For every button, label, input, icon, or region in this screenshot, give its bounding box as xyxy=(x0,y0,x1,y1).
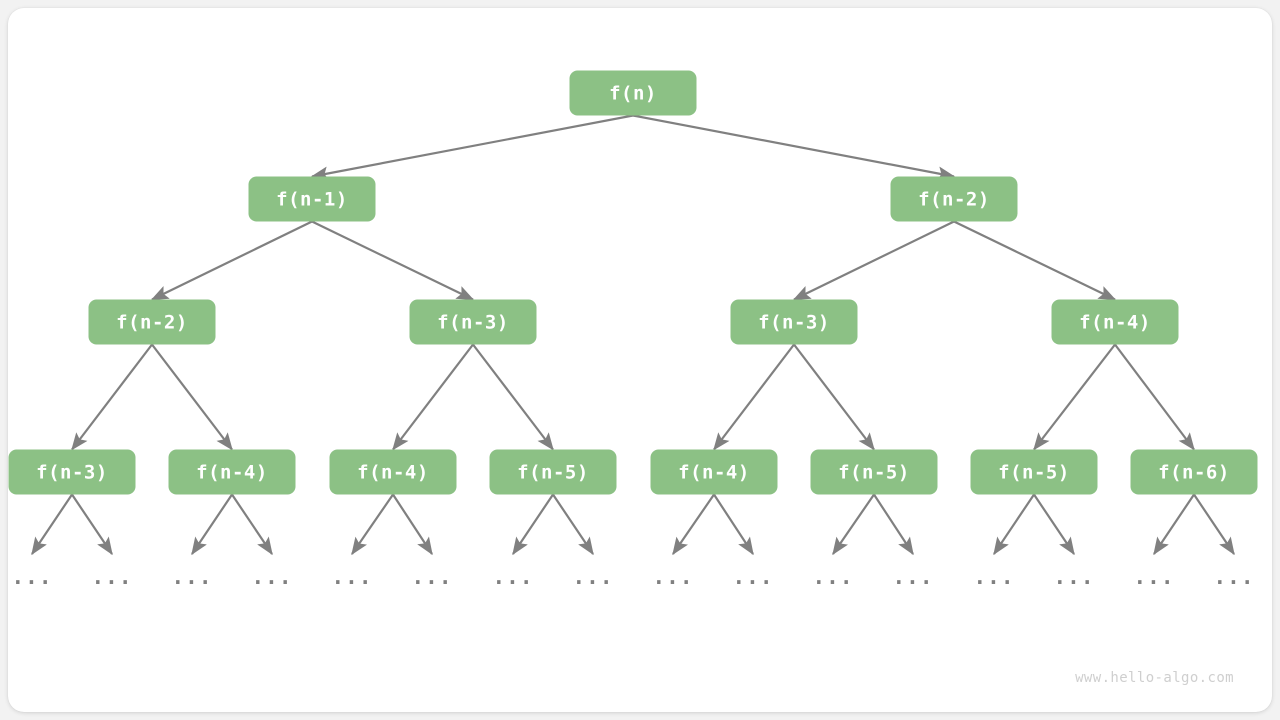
tree-edge xyxy=(1114,343,1195,451)
tree-edge xyxy=(713,343,795,451)
tree-node[interactable]: f(n-4) xyxy=(650,449,778,495)
tree-edge xyxy=(793,343,875,451)
leaf-ellipsis: ... xyxy=(653,565,694,589)
leaf-edge xyxy=(231,493,273,556)
tree-node-label: f(n) xyxy=(609,83,657,105)
tree-node-box xyxy=(1130,449,1258,495)
leaf-ellipsis: ... xyxy=(813,565,854,589)
tree-edge xyxy=(472,343,554,451)
leaf-ellipsis: ... xyxy=(493,565,534,589)
leaf-ellipsis: ... xyxy=(412,565,453,589)
tree-node-box xyxy=(569,70,697,116)
leaf-edge xyxy=(873,493,914,556)
leaf-edge xyxy=(392,493,433,556)
leaf-edge xyxy=(71,493,113,556)
tree-node-label: f(n-4) xyxy=(196,462,268,484)
tree-edge xyxy=(151,343,233,451)
tree-node-box xyxy=(970,449,1098,495)
nodes-layer: f(n) f(n-1) f(n-2) f(n-2) f(n-3) f(n-3) f(n-4)… xyxy=(8,70,1258,495)
leaf-edge xyxy=(351,493,394,556)
tree-edge xyxy=(150,220,313,301)
leaf-ellipsis: ... xyxy=(332,565,373,589)
tree-node[interactable]: f(n-3) xyxy=(8,449,136,495)
tree-node-label: f(n-5) xyxy=(517,462,589,484)
tree-node-box xyxy=(489,449,617,495)
tree-node-label: f(n-2) xyxy=(918,189,990,211)
leaf-edge xyxy=(31,493,73,556)
tree-node-box xyxy=(329,449,457,495)
tree-edge xyxy=(792,220,955,301)
leaf-ellipsis: ... xyxy=(252,565,293,589)
leaf-ellipsis: ... xyxy=(974,565,1015,589)
tree-edge xyxy=(1033,343,1116,451)
tree-node[interactable]: f(n-2) xyxy=(88,299,216,345)
tree-node[interactable]: f(n-5) xyxy=(489,449,617,495)
tree-node-box xyxy=(810,449,938,495)
leaf-edge xyxy=(1193,493,1235,556)
leaf-ellipsis: ... xyxy=(733,565,774,589)
leaf-edge xyxy=(832,493,875,556)
tree-node-label: f(n-4) xyxy=(357,462,429,484)
leaf-edge xyxy=(1153,493,1195,556)
tree-node[interactable]: f(n-1) xyxy=(248,176,376,222)
leaf-edge xyxy=(713,493,754,556)
edges-layer xyxy=(71,114,1195,451)
tree-node-label: f(n-3) xyxy=(437,312,509,334)
leaf-edge xyxy=(1033,493,1075,556)
tree-node-box xyxy=(1051,299,1179,345)
tree-node-label: f(n-1) xyxy=(276,189,348,211)
tree-node[interactable]: f(n-4) xyxy=(168,449,296,495)
tree-node-box xyxy=(88,299,216,345)
tree-edge xyxy=(392,343,474,451)
tree-edge xyxy=(311,220,475,301)
tree-edge xyxy=(632,114,956,181)
tree-node-box xyxy=(890,176,1018,222)
tree-node-label: f(n-5) xyxy=(998,462,1070,484)
tree-node-label: f(n-4) xyxy=(1079,312,1151,334)
tree-edge xyxy=(310,114,634,181)
leaf-edge xyxy=(512,493,554,556)
leaf-arrows-layer xyxy=(31,493,1235,556)
tree-node[interactable]: f(n-4) xyxy=(329,449,457,495)
tree-node-box xyxy=(248,176,376,222)
leaf-ellipsis: ... xyxy=(12,565,53,589)
leaf-dots-layer: ........................................… xyxy=(12,565,1255,589)
tree-node-box xyxy=(730,299,858,345)
leaf-ellipsis: ... xyxy=(573,565,614,589)
tree-node-box xyxy=(168,449,296,495)
leaf-edge xyxy=(993,493,1035,556)
tree-node[interactable]: f(n-2) xyxy=(890,176,1018,222)
tree-node[interactable]: f(n-5) xyxy=(810,449,938,495)
tree-edge xyxy=(71,343,153,451)
tree-node-box xyxy=(409,299,537,345)
leaf-ellipsis: ... xyxy=(92,565,133,589)
tree-node-box xyxy=(650,449,778,495)
tree-node[interactable]: f(n-3) xyxy=(409,299,537,345)
tree-node[interactable]: f(n-6) xyxy=(1130,449,1258,495)
leaf-edge xyxy=(191,493,233,556)
tree-node[interactable]: f(n-3) xyxy=(730,299,858,345)
leaf-edge xyxy=(672,493,715,556)
leaf-ellipsis: ... xyxy=(1134,565,1175,589)
leaf-ellipsis: ... xyxy=(172,565,213,589)
tree-node-label: f(n-3) xyxy=(36,462,108,484)
leaf-ellipsis: ... xyxy=(1214,565,1255,589)
tree-node[interactable]: f(n-5) xyxy=(970,449,1098,495)
tree-node-label: f(n-4) xyxy=(678,462,750,484)
tree-edge xyxy=(953,220,1117,301)
tree-node-label: f(n-2) xyxy=(116,312,188,334)
leaf-edge xyxy=(552,493,594,556)
tree-node-label: f(n-3) xyxy=(758,312,830,334)
tree-node-box xyxy=(8,449,136,495)
tree-node-label: f(n-6) xyxy=(1158,462,1230,484)
tree-node-label: f(n-5) xyxy=(838,462,910,484)
tree-node[interactable]: f(n) xyxy=(569,70,697,116)
leaf-ellipsis: ... xyxy=(893,565,934,589)
tree-node[interactable]: f(n-4) xyxy=(1051,299,1179,345)
leaf-ellipsis: ... xyxy=(1054,565,1095,589)
watermark: www.hello-algo.com xyxy=(1075,670,1234,686)
diagram-card xyxy=(8,8,1272,712)
